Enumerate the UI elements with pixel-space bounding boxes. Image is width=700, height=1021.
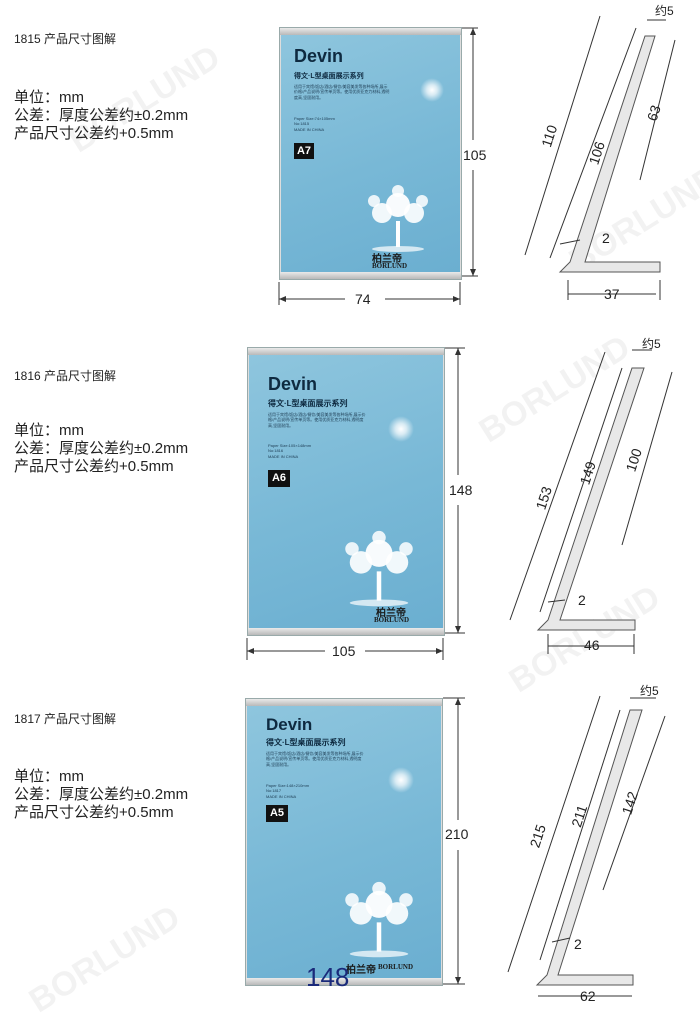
tree-graphic — [368, 185, 428, 252]
dim-width: 74 — [355, 291, 371, 307]
unit-label: 单位：mm — [14, 89, 84, 106]
dim-top: 约5 — [655, 4, 674, 18]
light-flare — [420, 78, 444, 102]
series-subtitle: 得文·L型桌面展示系列 — [266, 738, 346, 747]
logo-english: BORLUND — [372, 262, 408, 270]
made-in: MADE IN CHINA — [294, 126, 325, 132]
tolerance-size: 产品尺寸公差约+0.5mm — [14, 458, 174, 475]
unit-label: 单位：mm — [14, 422, 84, 439]
unit-label: 单位：mm — [14, 768, 84, 785]
product-description: 适用于宾馆/饭店/酒店/餐饮/美容美发等各种场所,展示价格/产品说明/宣传单页等… — [268, 412, 366, 428]
product-meta: Paper Size:74×105mm No:1815 MADE IN CHIN… — [294, 116, 335, 132]
top-rail — [248, 348, 444, 355]
dim-base: 37 — [604, 286, 620, 302]
product-meta: Paper Size:148×210mm No:1817 MADE IN CHI… — [266, 783, 309, 799]
dim-thickness: 2 — [602, 230, 610, 246]
product-card-a6: Devin 得文·L型桌面展示系列 适用于宾馆/饭店/酒店/餐饮/美容美发等各种… — [247, 347, 445, 636]
section-1815: 1815 产品尺寸图解 单位：mm 公差：厚度公差约±0.2mm 产品尺寸公差约… — [0, 0, 700, 330]
made-in: MADE IN CHINA — [266, 793, 297, 799]
dim-height: 105 — [463, 147, 487, 163]
dim-top: 约5 — [642, 337, 661, 351]
light-flare — [388, 416, 414, 442]
logo-chinese: 柏兰帝 — [372, 254, 402, 265]
dim-thickness: 2 — [574, 936, 582, 952]
tolerance-thickness: 公差：厚度公差约±0.2mm — [14, 440, 189, 457]
model-number: No:1815 — [294, 121, 310, 127]
spec-block: 单位：mm 公差：厚度公差约±0.2mm 产品尺寸公差约+0.5mm — [14, 768, 188, 822]
tree-graphic — [345, 530, 413, 607]
tolerance-thickness: 公差：厚度公差约±0.2mm — [14, 107, 189, 124]
paper-size-badge: A6 — [268, 470, 290, 487]
top-rail — [280, 28, 461, 35]
series-subtitle: 得文·L型桌面展示系列 — [268, 399, 348, 408]
model-number: No:1817 — [266, 788, 282, 794]
paper-size-badge: A7 — [294, 143, 314, 159]
dim-base: 62 — [580, 988, 596, 1004]
bottom-rail — [246, 978, 442, 985]
top-rail — [246, 699, 442, 706]
tolerance-size: 产品尺寸公差约+0.5mm — [14, 125, 174, 142]
bottom-width-number: 148 — [306, 962, 350, 992]
spec-block: 单位：mm 公差：厚度公差约±0.2mm 产品尺寸公差约+0.5mm — [14, 422, 188, 476]
made-in: MADE IN CHINA — [268, 453, 299, 459]
spec-block: 单位：mm 公差：厚度公差约±0.2mm 产品尺寸公差约+0.5mm — [14, 89, 188, 143]
section-1817: 1817 产品尺寸图解 单位：mm 公差：厚度公差约±0.2mm 产品尺寸公差约… — [0, 660, 700, 1004]
logo-english: BORLUND — [374, 616, 410, 624]
dim-width: 105 — [332, 643, 356, 659]
light-flare — [388, 767, 414, 793]
tolerance-size: 产品尺寸公差约+0.5mm — [14, 804, 174, 821]
section-title: 1815 产品尺寸图解 — [14, 32, 117, 46]
brand-name: Devin — [268, 374, 318, 394]
product-card-a7: Devin 得文·L型桌面展示系列 适用于宾馆/饭店/酒店/餐饮/美容美发等各种… — [279, 27, 462, 280]
dim-thickness: 2 — [578, 592, 586, 608]
logo-english: BORLUND — [378, 963, 414, 971]
model-number: No:1816 — [268, 448, 284, 454]
tolerance-thickness: 公差：厚度公差约±0.2mm — [14, 786, 189, 803]
product-card-a5: Devin 得文·L型桌面展示系列 适用于宾馆/饭店/酒店/餐饮/美容美发等各种… — [245, 698, 443, 986]
tree-graphic — [345, 881, 413, 958]
logo-chinese: 柏兰帝 — [346, 965, 376, 976]
paper-size-badge: A5 — [266, 805, 288, 822]
logo-chinese: 柏兰帝 — [376, 608, 406, 619]
product-meta: Paper Size:105×148mm No:1816 MADE IN CHI… — [268, 443, 311, 459]
brand-name: Devin — [266, 715, 313, 734]
dim-base: 46 — [584, 637, 600, 653]
paper-size: Paper Size:105×148mm — [268, 443, 312, 448]
section-1816: 1816 产品尺寸图解 单位：mm 公差：厚度公差约±0.2mm 产品尺寸公差约… — [0, 330, 700, 660]
series-subtitle: 得文·L型桌面展示系列 — [294, 73, 364, 80]
section-title: 1817 产品尺寸图解 — [14, 712, 117, 726]
paper-size: Paper Size:74×105mm — [294, 116, 335, 121]
dim-height: 210 — [445, 826, 469, 842]
product-description: 适用于宾馆/饭店/酒店/餐饮/美容美发等各种场所,展示价格/产品说明/宣传单页等… — [294, 84, 390, 100]
dim-height: 148 — [449, 482, 473, 498]
bottom-rail — [248, 628, 444, 635]
dim-top: 约5 — [640, 684, 659, 698]
paper-size: Paper Size:148×210mm — [266, 783, 310, 788]
brand-name: Devin — [294, 46, 344, 66]
section-title: 1816 产品尺寸图解 — [14, 369, 117, 383]
bottom-rail — [280, 272, 461, 279]
product-description: 适用于宾馆/饭店/酒店/餐饮/美容美发等各种场所,展示价格/产品说明/宣传单页等… — [266, 751, 364, 767]
